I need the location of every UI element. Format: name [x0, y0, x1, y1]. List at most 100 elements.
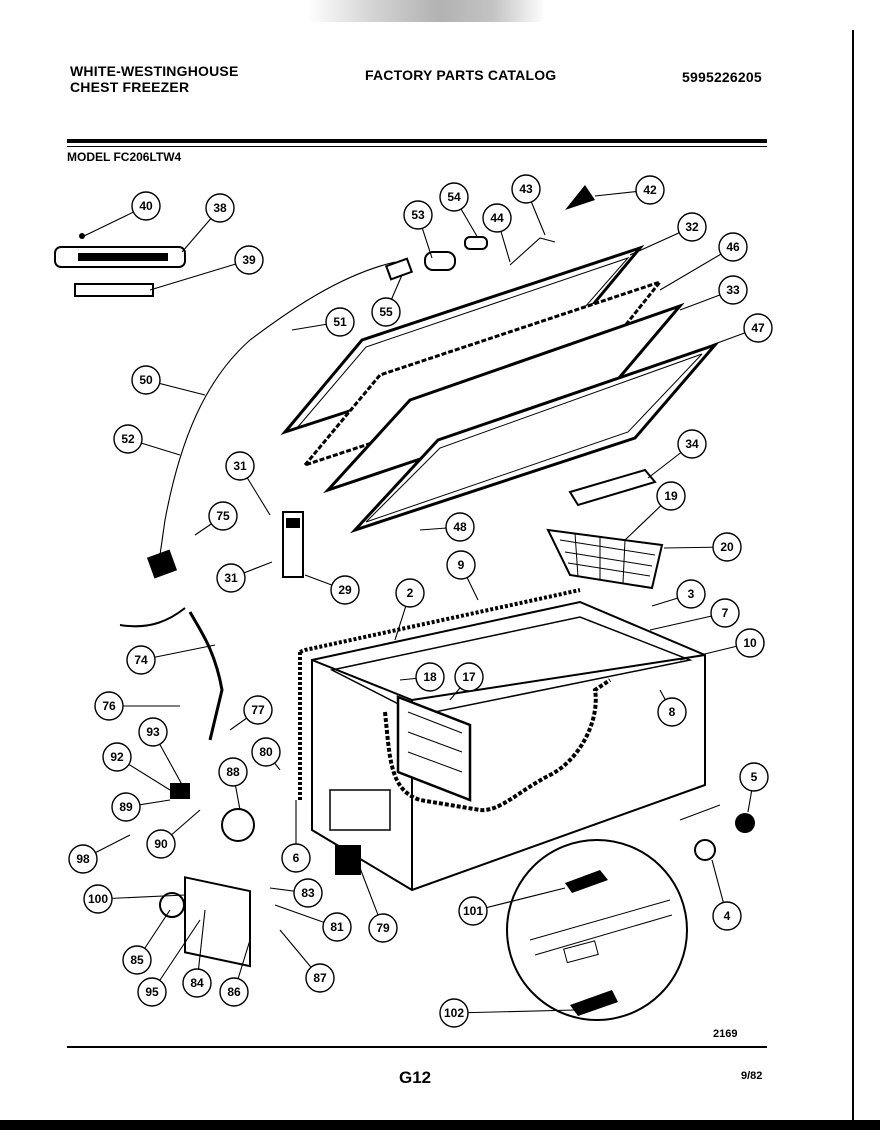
- catalog-number: 5995226205: [682, 69, 762, 85]
- header-rule-thin: [67, 146, 767, 147]
- callout-bubble: [146, 829, 176, 859]
- callout-label: 101: [463, 904, 483, 918]
- callout-32: 32: [629, 212, 707, 256]
- callout-98: 98: [68, 834, 131, 874]
- plug-part: [146, 549, 178, 579]
- basket-part: [546, 528, 664, 590]
- callout-95: 95: [137, 919, 201, 1007]
- callout-label: 89: [119, 800, 133, 814]
- callout-label: 32: [685, 220, 699, 234]
- callout-42: 42: [594, 175, 665, 205]
- callout-bubble: [677, 429, 707, 459]
- callout-87: 87: [279, 929, 335, 993]
- callout-label: 51: [333, 315, 347, 329]
- callout-label: 50: [139, 373, 153, 387]
- callout-17: 17: [449, 662, 484, 701]
- callout-48: 48: [419, 512, 475, 542]
- callout-label: 90: [154, 837, 168, 851]
- header-rule-thick: [67, 139, 767, 143]
- callout-2: 2: [394, 578, 425, 641]
- callout-label: 86: [227, 985, 241, 999]
- callout-label: 80: [259, 745, 273, 759]
- callout-19: 19: [624, 481, 686, 541]
- callout-bubble: [94, 691, 124, 721]
- callout-9: 9: [446, 550, 479, 601]
- footer-rule: [67, 1046, 767, 1048]
- callout-label: 44: [490, 211, 504, 225]
- callout-38: 38: [181, 193, 235, 253]
- callout-bubble: [281, 843, 311, 873]
- callout-77: 77: [229, 695, 273, 731]
- callout-bubble: [735, 628, 765, 658]
- callout-leader-line: [453, 1009, 576, 1014]
- callout-52: 52: [113, 424, 181, 456]
- callout-bubble: [126, 645, 156, 675]
- callout-75: 75: [194, 501, 238, 536]
- manufacturer-name: WHITE-WESTINGHOUSE: [70, 63, 239, 79]
- callout-bubble: [712, 532, 742, 562]
- scan-artifact-top: [0, 0, 880, 22]
- callout-29: 29: [304, 574, 360, 605]
- callout-bubble: [635, 175, 665, 205]
- callout-label: 81: [330, 920, 344, 934]
- callout-label: 10: [743, 636, 757, 650]
- product-type: CHEST FREEZER: [70, 79, 190, 95]
- callout-bubble: [216, 563, 246, 593]
- callout-label: 87: [313, 971, 327, 985]
- callout-43: 43: [511, 174, 546, 236]
- callout-bubble: [445, 512, 475, 542]
- callout-bubble: [68, 844, 98, 874]
- callout-bubble: [122, 945, 152, 975]
- callout-bubble: [657, 697, 687, 727]
- callout-3: 3: [651, 579, 706, 609]
- callout-label: 43: [519, 182, 533, 196]
- callout-6: 6: [281, 800, 311, 873]
- callout-80: 80: [251, 737, 281, 771]
- callout-bubble: [415, 662, 445, 692]
- callout-label: 98: [76, 852, 90, 866]
- callout-label: 29: [338, 583, 352, 597]
- callout-10: 10: [679, 628, 765, 661]
- callout-44: 44: [482, 203, 512, 263]
- manufacturer-block: WHITE-WESTINGHOUSE CHEST FREEZER: [70, 63, 238, 95]
- callout-bubble: [403, 200, 433, 230]
- callout-label: 93: [146, 725, 160, 739]
- callout-bubble: [439, 998, 469, 1028]
- callout-label: 48: [453, 520, 467, 534]
- callout-label: 5: [751, 770, 758, 784]
- callout-bubble: [131, 365, 161, 395]
- callout-bubble: [208, 501, 238, 531]
- callout-89: 89: [111, 792, 171, 822]
- callout-label: 42: [643, 183, 657, 197]
- callout-label: 20: [720, 540, 734, 554]
- detail-inset: [506, 839, 688, 1021]
- callout-label: 2: [407, 586, 414, 600]
- callout-bubble: [325, 307, 355, 337]
- callout-label: 85: [130, 953, 144, 967]
- callout-label: 46: [726, 240, 740, 254]
- callout-label: 79: [376, 921, 390, 935]
- callout-bubble: [219, 977, 249, 1007]
- callout-bubble: [137, 977, 167, 1007]
- callout-label: 52: [121, 432, 135, 446]
- print-date: 9/82: [741, 1070, 763, 1082]
- callout-88: 88: [218, 757, 248, 811]
- callout-84: 84: [182, 909, 212, 998]
- callout-bubble: [225, 451, 255, 481]
- callout-label: 7: [722, 606, 729, 620]
- page-number: G12: [399, 1068, 432, 1087]
- callout-81: 81: [274, 904, 352, 942]
- scan-artifact-bottom-edge: [0, 1120, 880, 1130]
- callout-label: 47: [751, 321, 765, 335]
- callout-bubble: [482, 203, 512, 233]
- callout-label: 53: [411, 208, 425, 222]
- callout-label: 74: [134, 653, 148, 667]
- callout-bubble: [102, 742, 132, 772]
- callout-label: 4: [724, 909, 731, 923]
- grille-100: [184, 876, 251, 968]
- callout-8: 8: [657, 689, 687, 727]
- callout-5: 5: [739, 762, 769, 813]
- callout-bubble: [113, 424, 143, 454]
- callout-bubble: [439, 182, 469, 212]
